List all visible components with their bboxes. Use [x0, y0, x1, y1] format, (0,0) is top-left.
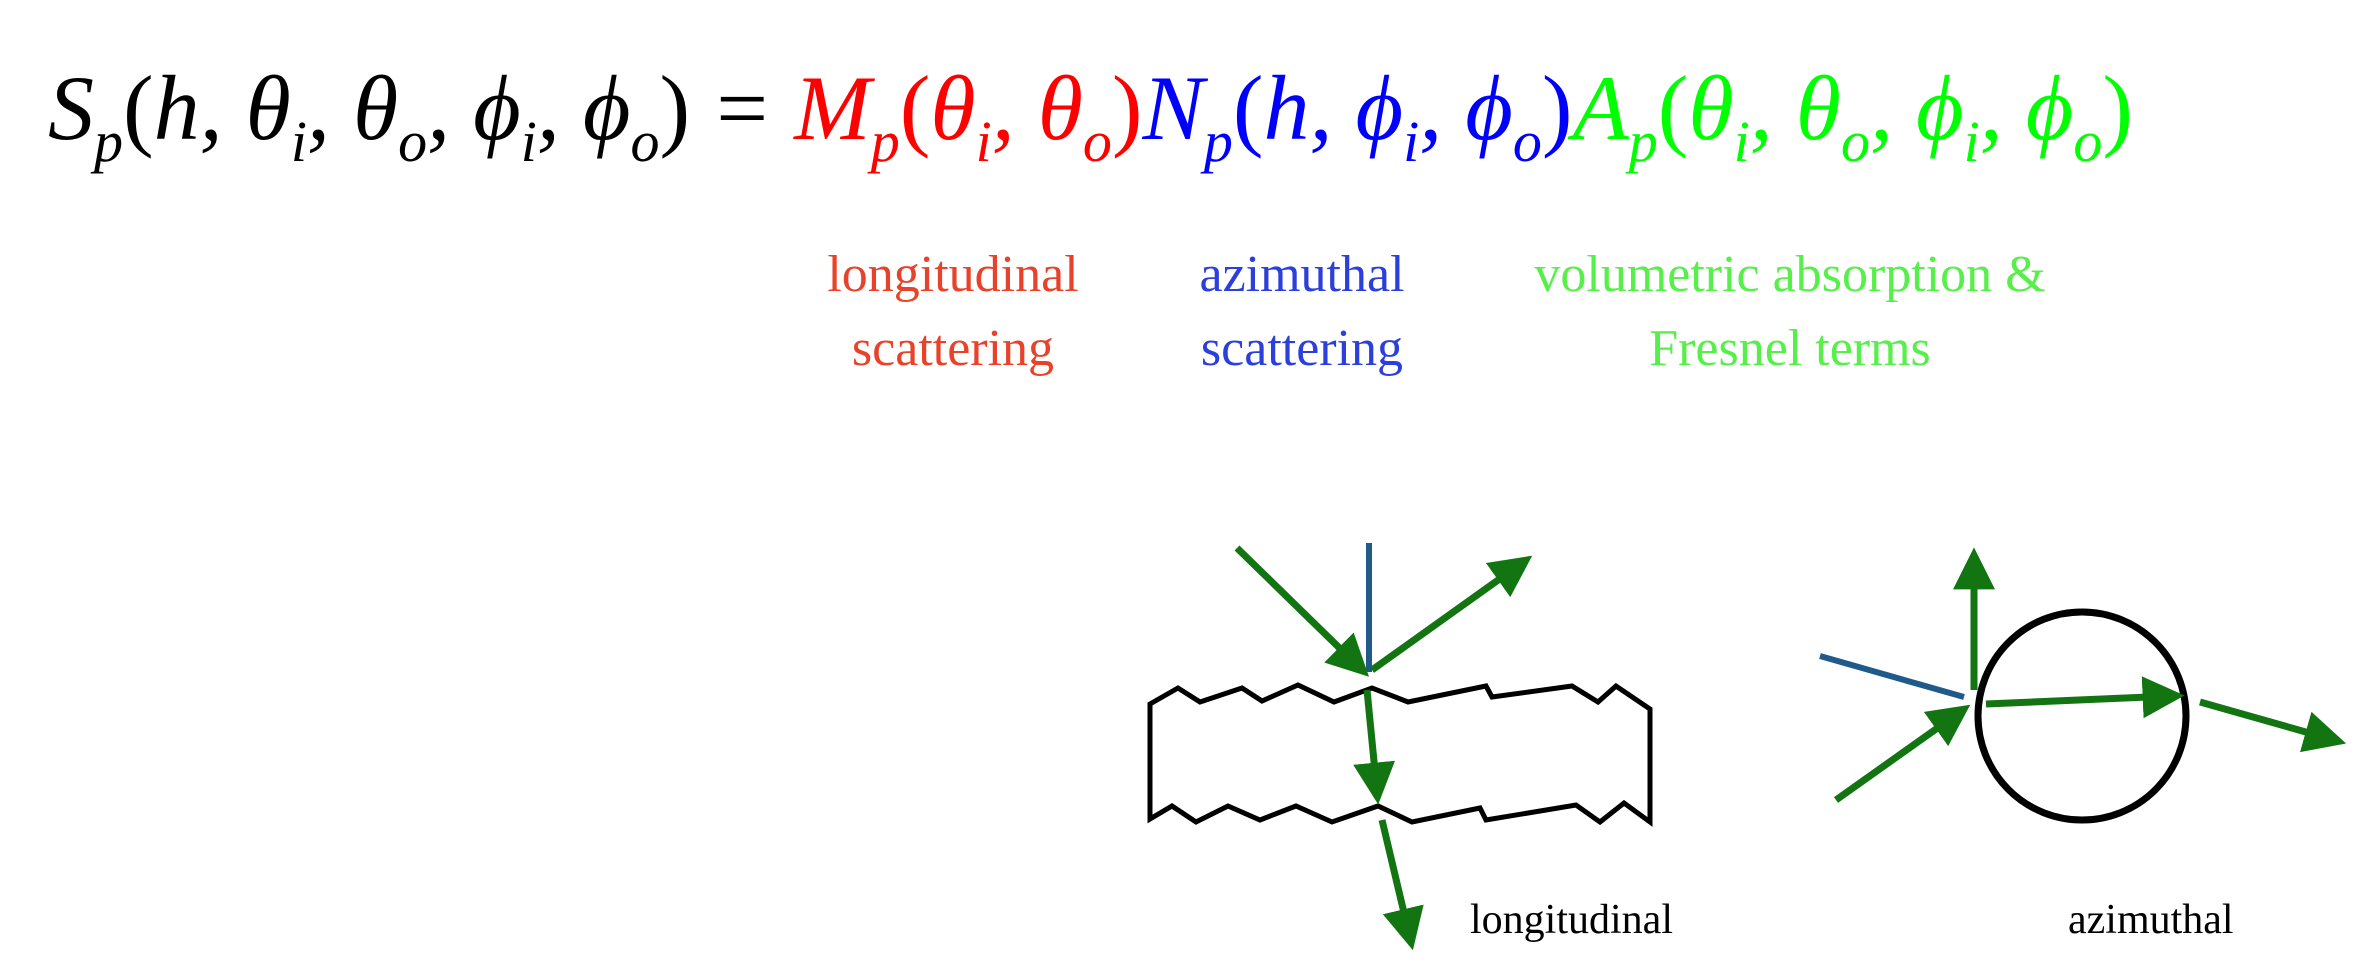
azimuthal-term: Np(h, ϕi, ϕo) — [1142, 57, 1573, 174]
azimuthal-diagram — [1819, 547, 2347, 824]
longitudinal-label-line1: longitudinal — [827, 246, 1079, 303]
azimuthal-label-line2: scattering — [1200, 320, 1404, 377]
longitudinal-label-line2: scattering — [851, 320, 1055, 377]
transmitted-ray-arrow — [1353, 689, 1396, 805]
azimuthal-label-line1: azimuthal — [1199, 246, 1405, 303]
absorption-label-line1: volumetric absorption & — [1534, 246, 2046, 303]
longitudinal-caption: longitudinal — [1470, 897, 1673, 943]
longitudinal-term: Mp(θi, θo) — [794, 57, 1143, 174]
azimuthal-incident-arrow — [1833, 704, 1971, 803]
absorption-fresnel-label: volumetric absorption & Fresnel terms — [1470, 238, 2110, 386]
longitudinal-diagram — [1147, 543, 1653, 951]
longitudinal-scattering-label: longitudinal scattering — [768, 238, 1138, 386]
absorption-label-line2: Fresnel terms — [1649, 320, 1931, 377]
hair-cross-section-circle — [1974, 608, 2190, 824]
azimuthal-internal-arrow — [1985, 676, 2185, 719]
absorption-term: Ap(θi, θo, ϕi, ϕo) — [1572, 57, 2133, 174]
exiting-ray-arrow — [1378, 819, 1424, 951]
rendering-equation: Sp(h, θi, θo, ϕi, ϕo)=Mp(θi, θo)Np(h, ϕi… — [48, 62, 2133, 171]
equals-sign: = — [716, 57, 769, 159]
hair-fiber-outline — [1147, 682, 1653, 827]
azimuthal-scattering-label: azimuthal scattering — [1162, 238, 1442, 386]
azimuthal-caption: azimuthal — [2068, 897, 2234, 943]
azimuthal-normal-line — [1819, 653, 1965, 700]
incident-ray-arrow — [1234, 545, 1370, 677]
reflected-ray-arrow — [1369, 555, 1533, 673]
lhs-function: Sp(h, θi, θo, ϕi, ϕo) — [48, 57, 691, 174]
azimuthal-exit-arrow — [2199, 698, 2347, 753]
